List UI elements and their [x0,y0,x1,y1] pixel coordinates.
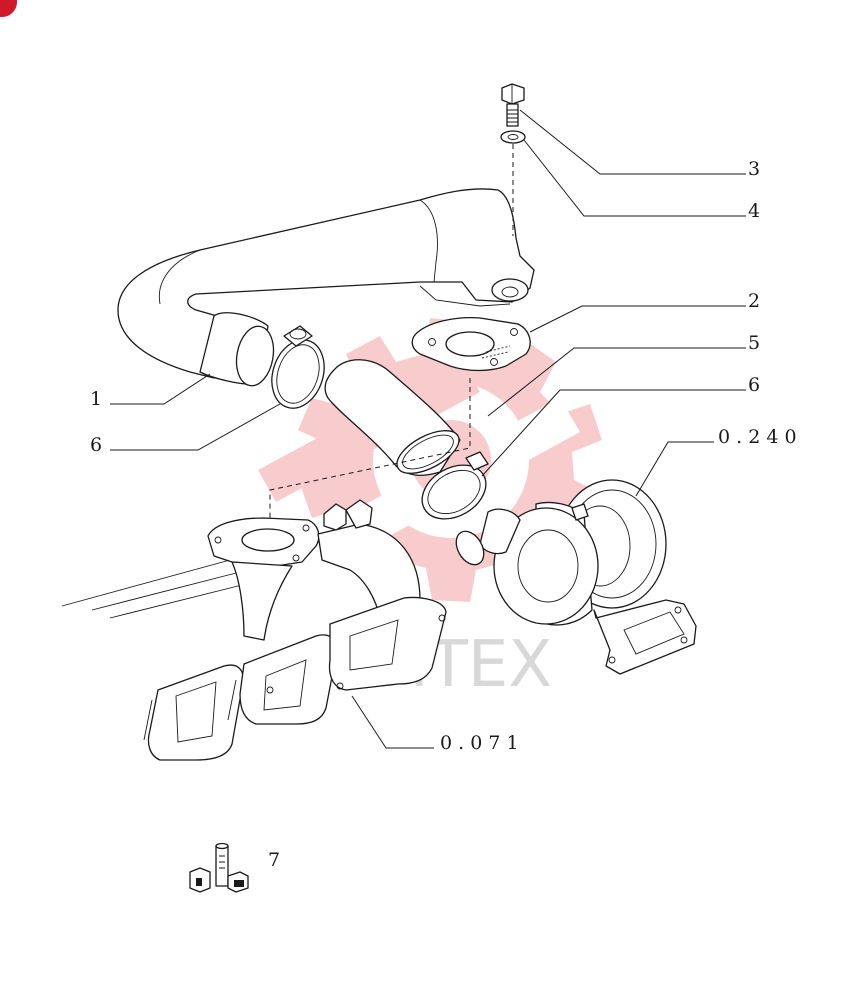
hose-clamp-upper [271,325,325,409]
callout-6-lower: 6 [748,374,760,396]
callout-1: 1 [90,388,102,410]
turbocharger [455,479,697,675]
leader-lines [110,109,746,749]
hose-clamp-lower [421,451,489,520]
ref-turbocharger: 0 . 2 4 0 [718,426,797,448]
callout-3: 3 [748,158,760,180]
ref-manifold: 0 . 0 7 1 [440,732,519,754]
rubber-hose [324,359,461,477]
callout-7: 7 [268,849,280,871]
bent-pipe [117,188,535,387]
kit-icon [189,842,249,893]
callout-6-upper: 6 [90,434,102,456]
exhaust-manifold [61,499,447,761]
bolt [501,83,525,127]
callout-5: 5 [748,332,760,354]
assembly-axis-gasket [269,378,471,540]
callout-4: 4 [748,200,760,222]
gasket [411,316,531,372]
washer [500,130,526,144]
callout-2: 2 [748,290,760,312]
corner-badge [0,0,17,17]
